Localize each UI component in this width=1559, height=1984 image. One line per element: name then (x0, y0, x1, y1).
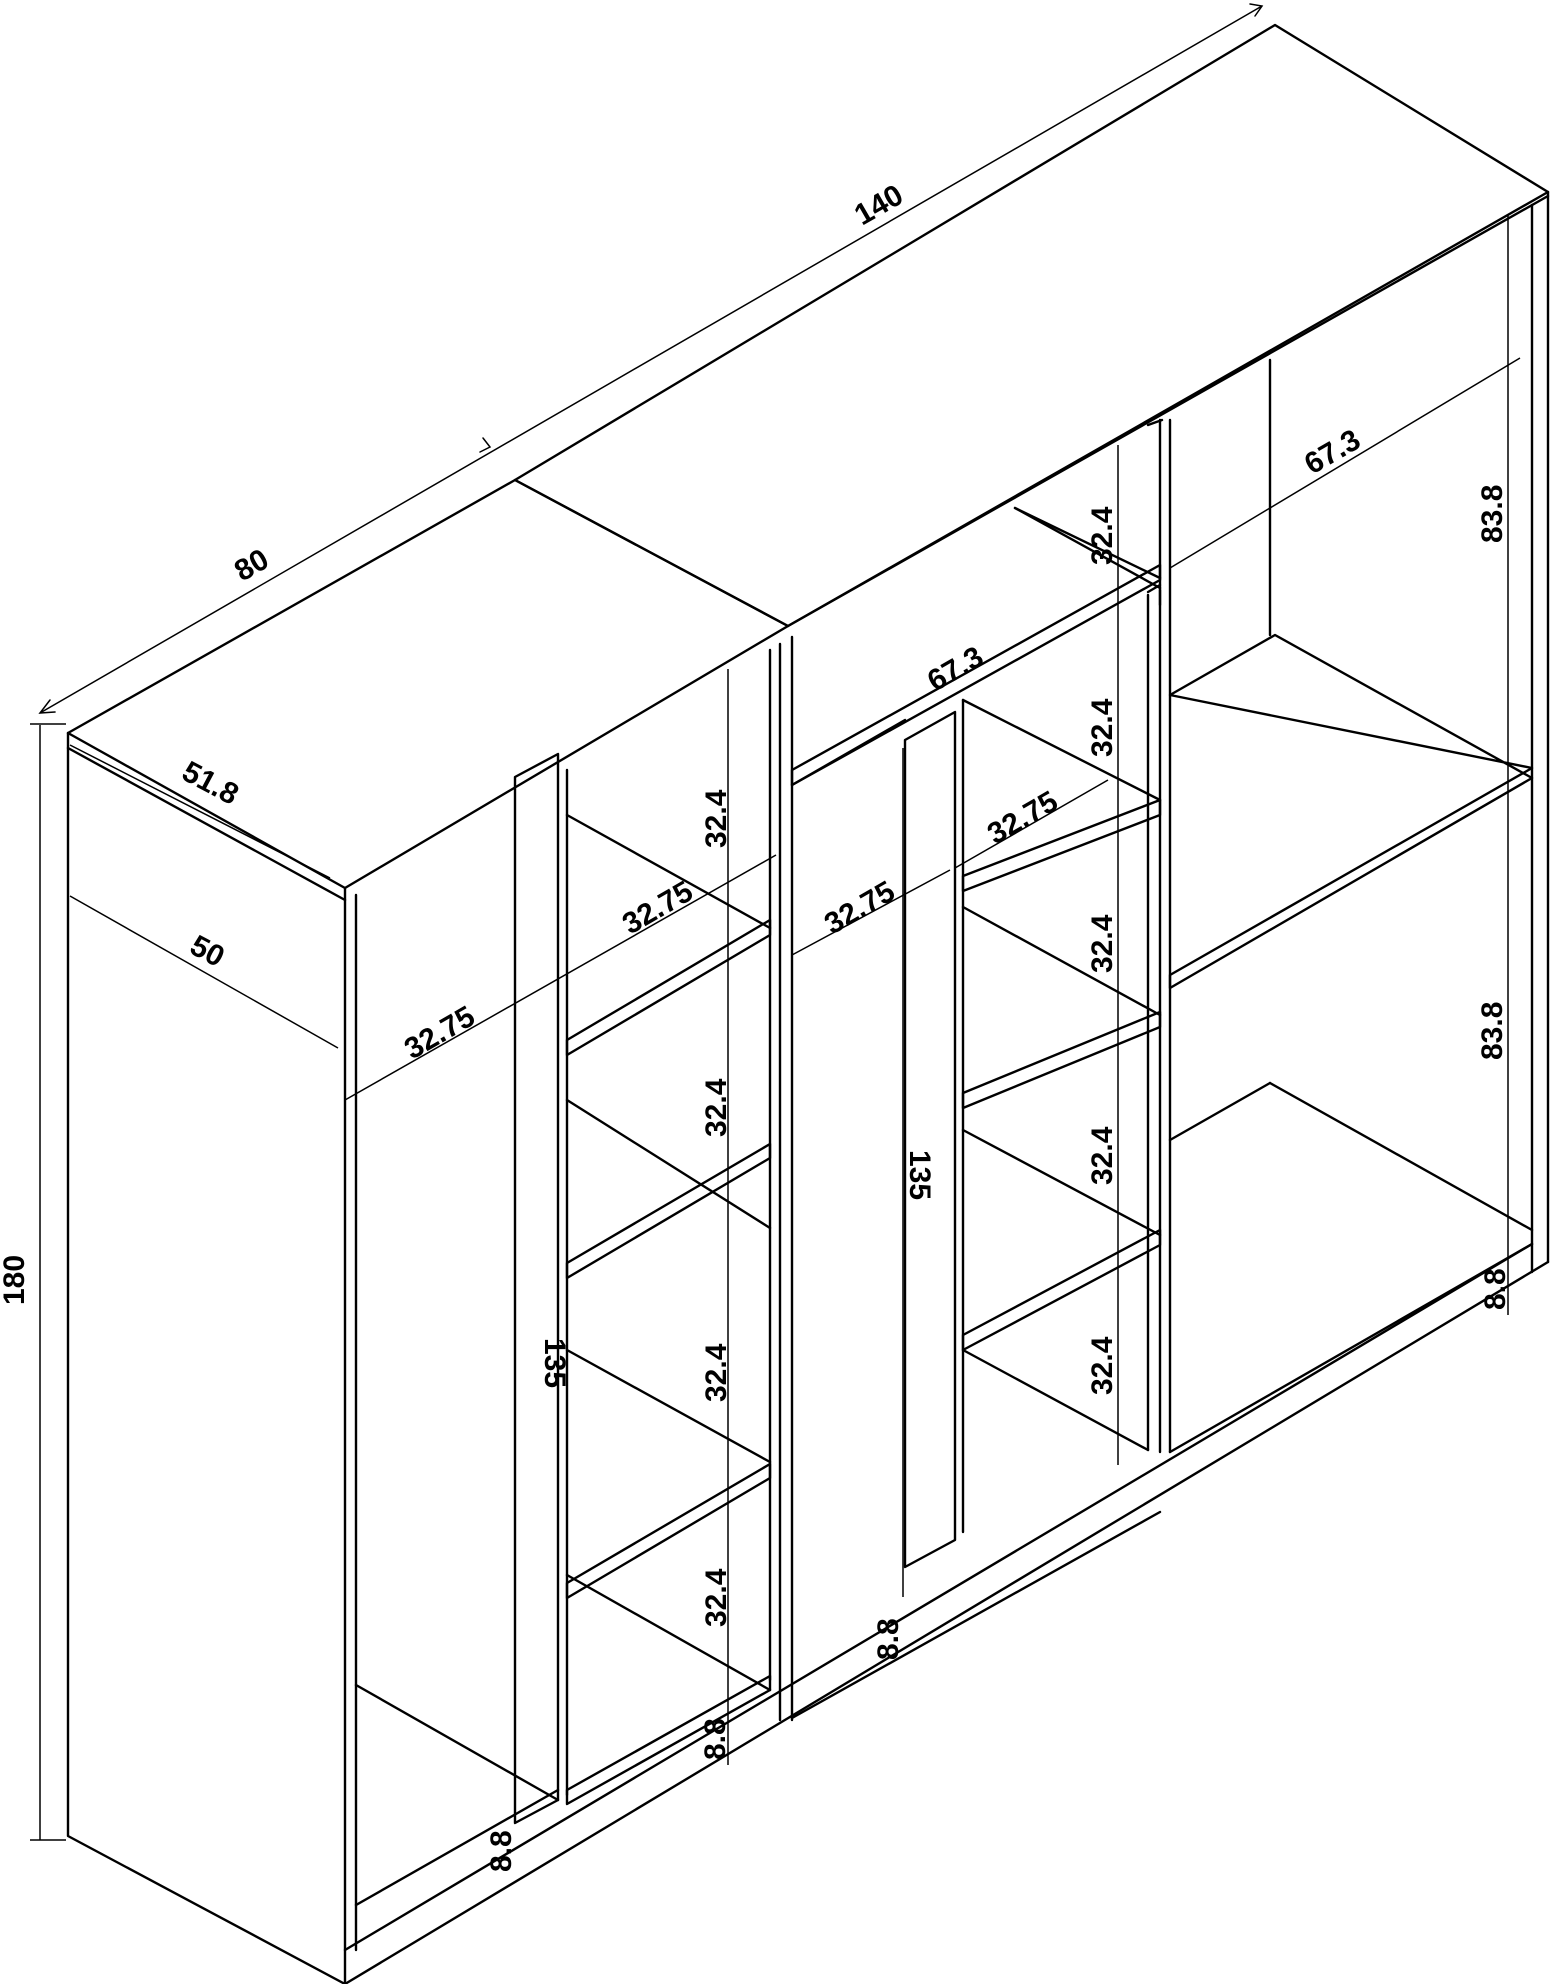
label-right-section-width: 67.3 (1299, 423, 1366, 481)
label-total-width: 140 (849, 178, 909, 232)
label-wardrobe-compartment-mid: 32.75 (819, 875, 901, 941)
label-right-upper: 83.8 (1476, 485, 1509, 543)
label-plinth-left: 8.8 (485, 1830, 518, 1872)
label-depth-top: 51.8 (177, 755, 244, 812)
left-unit-side (66, 731, 347, 1984)
label-plinth-right: 8.8 (1479, 1268, 1512, 1310)
left-unit-top (66, 478, 790, 890)
label-depth-inner: 50 (185, 929, 230, 974)
label-mid-section-width: 67.3 (922, 640, 989, 698)
label-total-height: 180 (0, 1255, 31, 1305)
label-shelf-mid-1: 32.4 (1086, 506, 1119, 565)
label-plinth-mid: 8.8 (872, 1618, 905, 1660)
label-hanging-height-left: 135 (538, 1338, 571, 1388)
label-shelf-left-3: 32.4 (700, 1343, 733, 1402)
label-shelf-left-4: 32.4 (700, 1568, 733, 1627)
dimension-labels: 140 80 180 51.8 50 32.75 32.75 32.75 32.… (0, 178, 1512, 1872)
label-shelf-mid-2: 32.4 (1086, 698, 1119, 757)
label-right-lower: 83.8 (1476, 1002, 1509, 1060)
cabinet-outline (66, 23, 1550, 1984)
label-hanging-height-mid: 135 (903, 1150, 936, 1200)
label-shelf-left-1: 32.4 (700, 789, 733, 848)
label-shelf-mid-4: 32.4 (1086, 1126, 1119, 1185)
label-plinth-left-col: 8.8 (699, 1718, 732, 1760)
label-shelf-mid-5: 32.4 (1086, 1336, 1119, 1395)
label-shelf-mid-3: 32.4 (1086, 914, 1119, 973)
right-unit-top (513, 23, 1550, 628)
dimension-lines (30, 3, 1521, 1841)
label-shelf-column-left: 32.75 (617, 875, 699, 941)
label-wardrobe-compartment-left: 32.75 (399, 1000, 481, 1066)
label-shelf-left-2: 32.4 (700, 1078, 733, 1137)
